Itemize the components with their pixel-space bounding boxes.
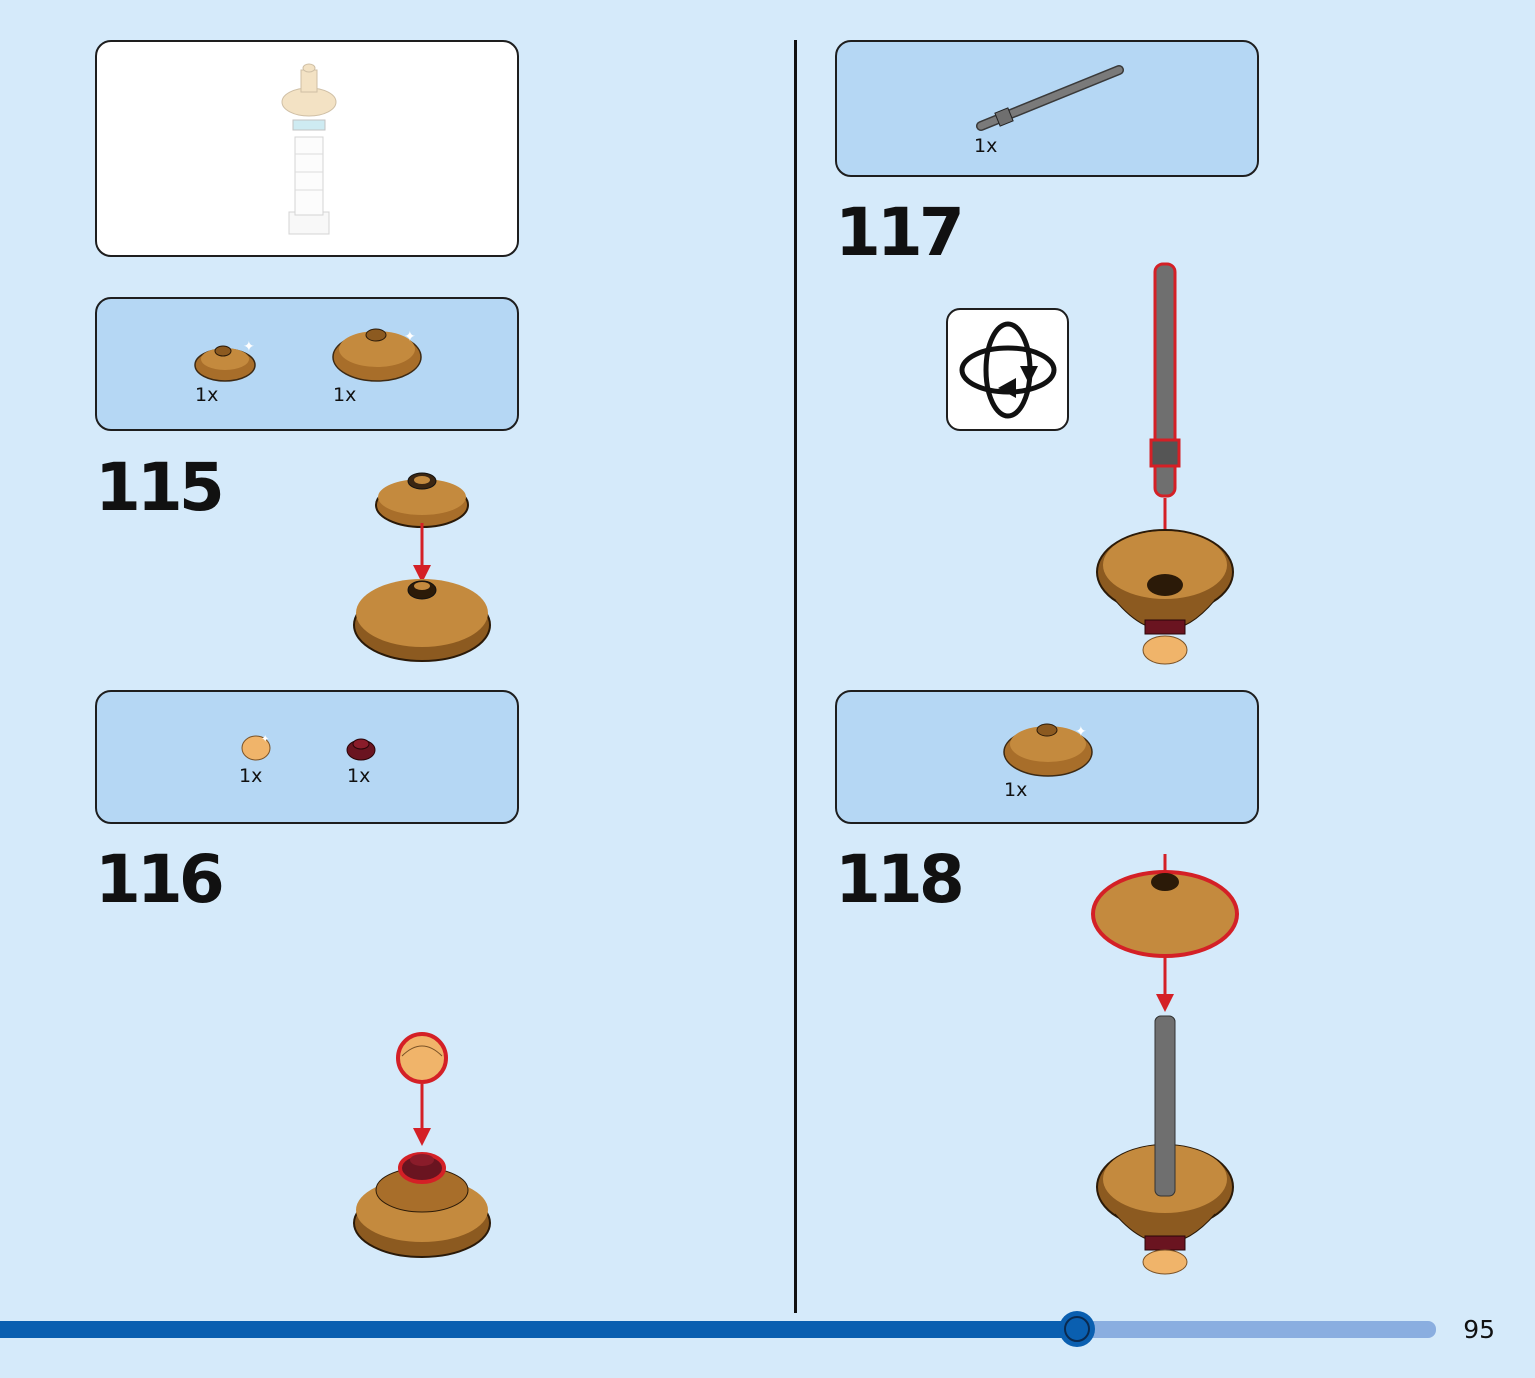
small-dish-part: ✦ xyxy=(194,339,256,382)
step-115-parts-panel: ✦ 1x ✦ 1x xyxy=(95,297,519,431)
step-number: 115 xyxy=(95,449,225,526)
part-quantity: 1x xyxy=(333,384,357,406)
part-quantity: 1x xyxy=(1004,779,1028,801)
tan-cone-part: ✦ xyxy=(241,734,271,761)
part-quantity: 1x xyxy=(974,135,998,157)
step-117-build-image xyxy=(1096,262,1234,665)
page-number: 95 xyxy=(1463,1315,1495,1344)
column-divider xyxy=(794,40,797,1313)
grey-axle-part xyxy=(976,65,1124,131)
large-dish-part: ✦ xyxy=(1003,723,1093,777)
step-117-parts-panel: 1x xyxy=(835,40,1259,177)
step-116-build-image xyxy=(353,1032,491,1258)
step-115-build-image xyxy=(353,472,491,662)
step-number: 118 xyxy=(835,841,965,918)
rotate-model-callout xyxy=(946,308,1069,431)
svg-text:✦: ✦ xyxy=(243,339,255,355)
svg-text:✦: ✦ xyxy=(404,329,416,345)
part-quantity: 1x xyxy=(239,765,263,787)
step-118-parts-panel: ✦ 1x xyxy=(835,690,1259,824)
step-118-build-image xyxy=(1091,854,1239,1275)
rotate-model-icon xyxy=(959,321,1057,419)
tower-preview-image xyxy=(281,63,337,235)
step-number: 117 xyxy=(835,194,965,271)
page-progress-bar xyxy=(0,1311,1436,1347)
overview-panel xyxy=(95,40,519,257)
step-number: 116 xyxy=(95,841,225,918)
part-quantity: 1x xyxy=(195,384,219,406)
svg-text:✦: ✦ xyxy=(1075,724,1087,740)
large-dish-part: ✦ xyxy=(332,328,422,382)
step-116-parts-panel: ✦ 1x 1x xyxy=(95,690,519,824)
part-quantity: 1x xyxy=(347,765,371,787)
dark-red-plate-part xyxy=(346,738,376,761)
svg-text:✦: ✦ xyxy=(261,734,269,745)
